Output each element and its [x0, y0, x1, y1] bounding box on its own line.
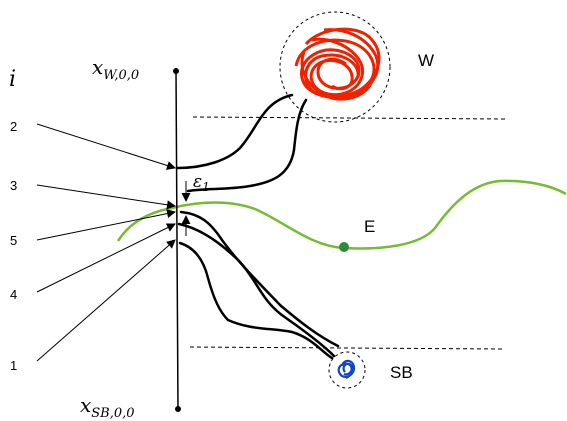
- index-arrows: [36, 123, 176, 362]
- region-sb-label: SB: [390, 363, 413, 382]
- axis-top-dot: [173, 68, 179, 74]
- index-label-1: 1: [10, 358, 17, 373]
- arrow-index-5: [36, 209, 176, 241]
- index-label-2: 2: [10, 119, 17, 134]
- trajectory-1: [178, 241, 334, 360]
- e-point: [339, 242, 349, 252]
- region-sb-boundary: [328, 351, 366, 389]
- arrow-index-3: [36, 184, 176, 210]
- upper-dashed-line: [192, 116, 506, 120]
- axis-bottom-dot: [175, 406, 181, 412]
- trajectories: [175, 93, 340, 360]
- vertical-axis: [175, 69, 179, 411]
- index-symbol: i: [9, 67, 16, 92]
- trajectory-4: [177, 222, 336, 358]
- region-w-scribble: [294, 27, 381, 101]
- bottom-axis-label: xSB,0,0: [80, 393, 135, 421]
- region-e-label: E: [364, 217, 375, 236]
- top-axis-label: xW,0,0: [92, 55, 139, 83]
- trajectory-3: [186, 98, 308, 193]
- trajectory-5: [179, 210, 340, 348]
- e-curve: [116, 179, 567, 250]
- epsilon-label: ε1: [193, 172, 210, 194]
- lower-dashed-line: [189, 346, 503, 350]
- arrow-index-2: [36, 123, 176, 170]
- arrow-index-1: [36, 239, 176, 362]
- trajectory-2: [175, 93, 294, 170]
- region-w-boundary: [279, 11, 391, 123]
- index-label-3: 3: [10, 178, 17, 193]
- arrow-index-4: [36, 223, 176, 293]
- region-sb-scribble: [337, 359, 356, 380]
- index-label-5: 5: [10, 233, 17, 248]
- index-label-4: 4: [10, 287, 17, 302]
- region-w-label: W: [418, 51, 434, 70]
